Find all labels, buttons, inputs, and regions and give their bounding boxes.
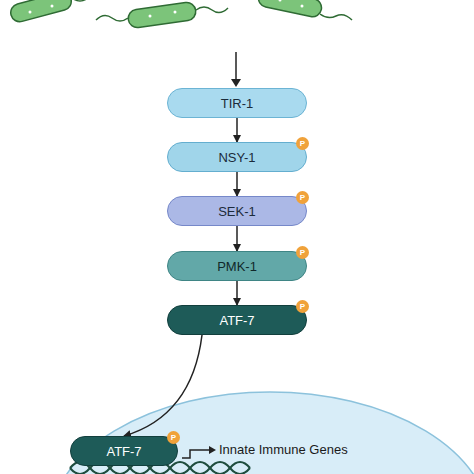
pathway-box: ATF-7P (70, 436, 178, 466)
phospho-badge: P (296, 246, 309, 259)
gene-label: Innate Immune Genes (219, 442, 348, 457)
expression-arrow (182, 450, 210, 458)
phospho-badge: P (296, 137, 309, 150)
pathway-arrow (124, 335, 202, 436)
pathway-arrow (236, 281, 238, 305)
box-label: ATF-7 (219, 313, 254, 328)
bacteria (9, 0, 323, 29)
pathway-box: TIR-1 (167, 88, 307, 118)
bacteria-flagella (72, 0, 352, 21)
pathway-arrow (236, 172, 238, 196)
box-label: TIR-1 (221, 96, 254, 111)
entry-arrowhead (231, 79, 241, 87)
expression-arrowhead (209, 446, 216, 454)
box-label: ATF-7 (106, 444, 141, 459)
entry-arrow (235, 52, 237, 80)
pathway-box: SEK-1P (167, 196, 307, 226)
phospho-badge: P (296, 191, 309, 204)
pathway-box: ATF-7P (167, 305, 307, 335)
pathway-arrow (236, 118, 238, 142)
nucleus (50, 392, 474, 474)
box-label: NSY-1 (218, 150, 255, 165)
pathway-box: PMK-1P (167, 251, 307, 281)
pathway-arrow (236, 226, 238, 251)
bacteria-dots (29, 0, 304, 18)
box-label: PMK-1 (217, 259, 257, 274)
box-label: SEK-1 (218, 204, 256, 219)
phospho-badge: P (296, 300, 309, 313)
pathway-box: NSY-1P (167, 142, 307, 172)
phospho-badge: P (167, 431, 180, 444)
